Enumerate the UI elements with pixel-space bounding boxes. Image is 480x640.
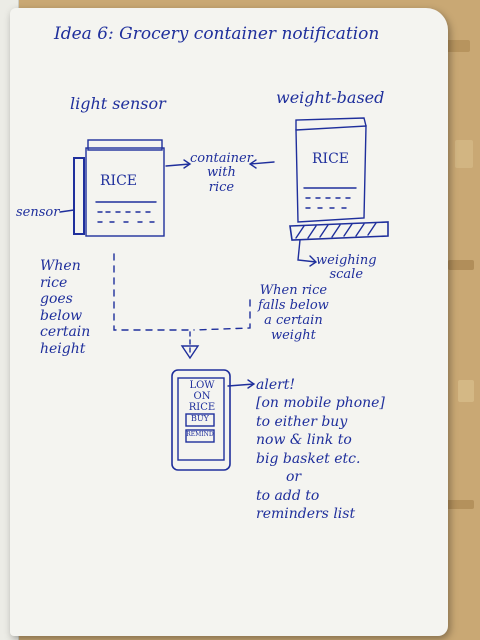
notebook-page [10,8,448,636]
light-sensor-strip [73,157,85,235]
phone-remind-button: REMIND [186,431,214,438]
right-jar-lid [295,117,367,131]
scale-hatching [295,222,377,239]
weighing-scale-plate [289,221,389,241]
alert-note: alert! [on mobile phone] to either buy n… [256,377,385,523]
buy-button-outline [185,413,215,427]
left-rice-level [95,201,157,223]
phone-body [171,369,231,471]
remind-button-outline [185,429,215,443]
left-rice-container [73,139,165,237]
container-arrow-right [248,159,275,169]
mobile-phone-sketch [171,369,231,471]
left-jar-label: RICE [100,173,138,189]
weight-based-heading: weight-based [276,88,385,107]
left-jar-outline [85,147,165,237]
container-arrow-left [165,159,192,169]
flow-arrowhead [180,345,200,360]
right-rice-container [289,117,389,241]
flow-dashed-lines [113,253,251,331]
alert-arrow [227,379,256,389]
left-jar-lid [87,139,163,151]
light-sensor-heading: light sensor [70,94,166,113]
sensor-label: sensor [16,205,60,220]
right-jar-outline [295,125,367,223]
right-rice-level [303,187,357,209]
scale-arrow [297,239,318,267]
phone-screen [177,377,225,461]
sensor-arrow [59,209,75,213]
right-jar-label: RICE [312,151,350,167]
phone-buy-button: BUY [191,414,209,423]
page-title: Idea 6: Grocery container notification [54,24,380,44]
